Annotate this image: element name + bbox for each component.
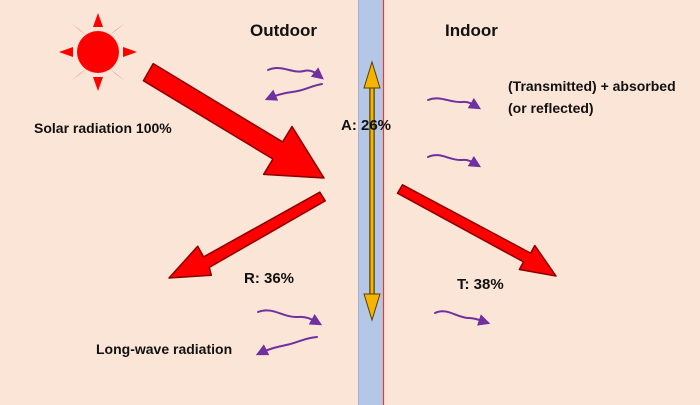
solar-radiation-label: Solar radiation 100% [34,120,172,136]
heat-wave-arrow-icon [255,336,318,356]
heat-wave-arrow-icon [427,154,482,168]
reflected-arrow [168,191,326,279]
absorbed-double-arrow [363,60,381,322]
long-wave-radiation-label: Long-wave radiation [96,341,233,357]
incident-solar-arrow [142,62,325,179]
transmitted-label: T: 38% [457,276,504,293]
heat-wave-arrow-icon [427,97,482,110]
reflected-label: R: 36% [244,270,295,287]
heat-wave-arrow-icon [257,309,323,326]
transmitted-note-line2: (or reflected) [508,100,594,116]
heat-wave-arrow-icon [434,310,491,326]
outdoor-heading: Outdoor [250,21,318,40]
transmitted-arrow [396,184,557,277]
sun-icon [59,13,137,91]
heat-wave-arrow-icon [264,83,323,101]
heat-wave-arrow-icon [267,67,324,80]
absorbed-label: A: 26% [341,117,392,134]
indoor-heading: Indoor [445,21,498,40]
transmitted-note-line1: (Transmitted) + absorbed [508,78,676,94]
